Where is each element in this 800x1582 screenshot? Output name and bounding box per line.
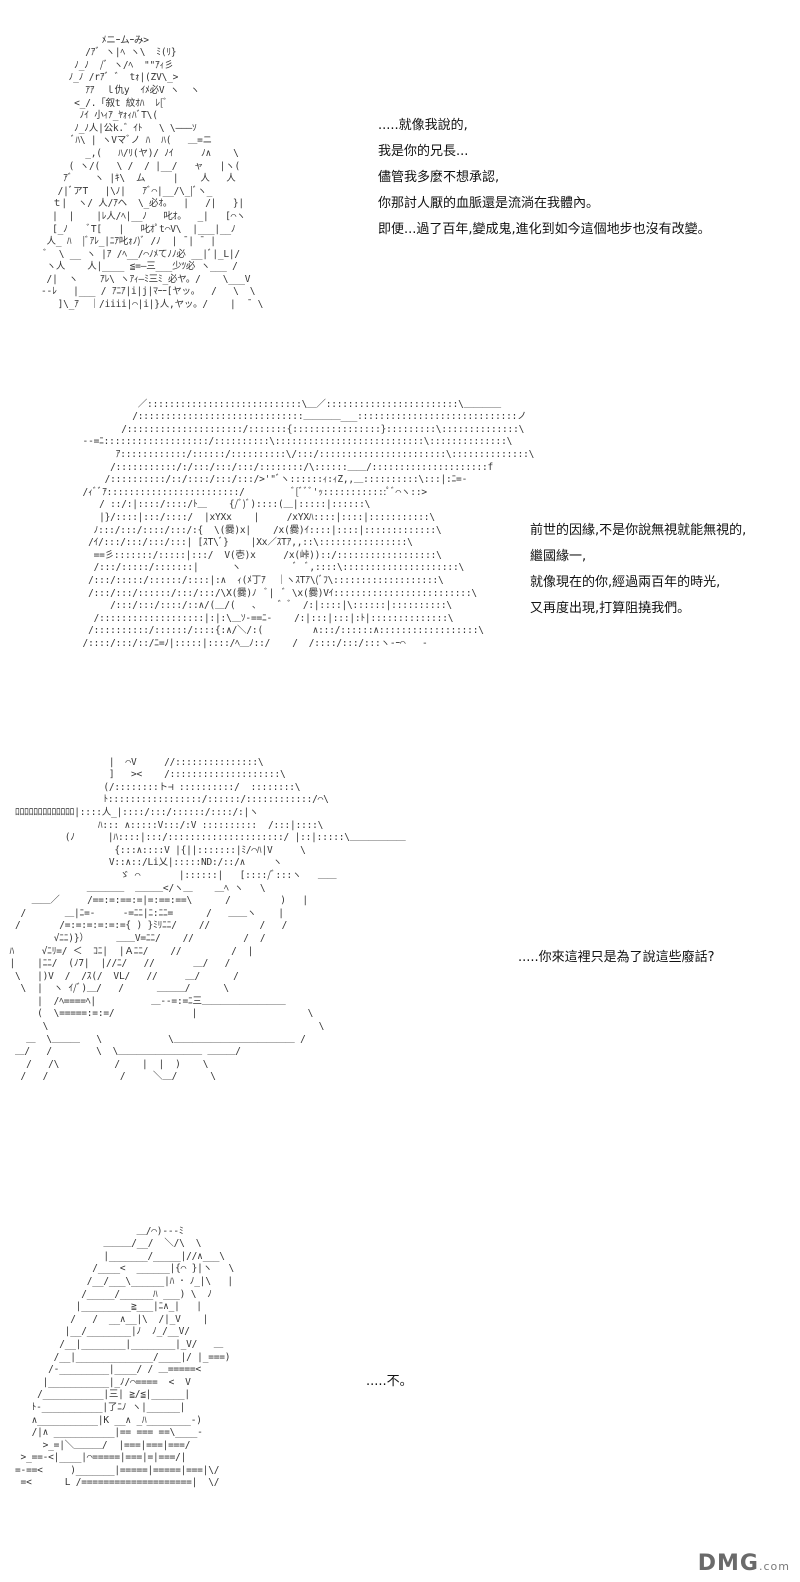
panel-4: ＿/⌒)---ﾐ ＿＿＿/__/ ＼/\ \ |_______/_____|//… [0, 1205, 800, 1582]
dialog-line: 繼國緣一, [530, 549, 587, 564]
dialog-line: .....就像我說的, [378, 118, 468, 133]
ascii-art-figure-2: ／::::::::::::::::::::::::::::\＿／::::::::… [82, 398, 535, 649]
ascii-art-figure-1: ﾒニｰムｰみ> /ｱﾞ ヽ|ﾍ ヽ\ ﾐ(ﾘ} ﾉ_ﾉ /ﾞ ヽ/ﾍ ""ｱｨ彡… [41, 34, 264, 311]
dialog-line: 我是你的兄長... [378, 144, 469, 159]
panel-3: | ⌒V //:::::::::::::::\ ] >< /::::::::::… [0, 740, 800, 1180]
watermark-suffix: .com [759, 1560, 790, 1573]
ascii-art-figure-3: | ⌒V //:::::::::::::::\ ] >< /::::::::::… [9, 756, 406, 1083]
dialog-block-2: 前世的因緣,不是你說無視就能無視的, 繼國緣一, 就像現在的你,經過兩百年的時光… [530, 518, 746, 622]
watermark-brand: DMG [697, 1551, 759, 1576]
dialog-block-1: .....就像我說的, 我是你的兄長... 儘管我多麼不想承認, 你那討人厭的血… [378, 113, 711, 243]
panel-1: ﾒニｰムｰみ> /ｱﾞ ヽ|ﾍ ヽ\ ﾐ(ﾘ} ﾉ_ﾉ /ﾞ ヽ/ﾍ ""ｱｨ彡… [0, 0, 800, 370]
dialog-line: 即便...過了百年,變成鬼,進化到如今這個地步也沒有改變。 [378, 222, 711, 237]
dialog-line: 前世的因緣,不是你說無視就能無視的, [530, 523, 747, 538]
dialog-line: 就像現在的你,經過兩百年的時光, [530, 575, 721, 590]
dialog-line: 你那討人厭的血脈還是流淌在我體內。 [378, 196, 600, 211]
dialog-line: 儘管我多麼不想承認, [378, 170, 500, 185]
dialog-line: 又再度出現,打算阻撓我們。 [530, 601, 691, 616]
watermark-logo: DMG.com [698, 1551, 790, 1576]
dialog-line: .....你來這裡只是為了說這些廢話? [518, 950, 715, 965]
dialog-line: .....不。 [366, 1374, 413, 1389]
panel-2: ／::::::::::::::::::::::::::::\＿／::::::::… [0, 380, 800, 730]
ascii-art-figure-4: ＿/⌒)---ﾐ ＿＿＿/__/ ＼/\ \ |_______/_____|//… [15, 1225, 235, 1489]
